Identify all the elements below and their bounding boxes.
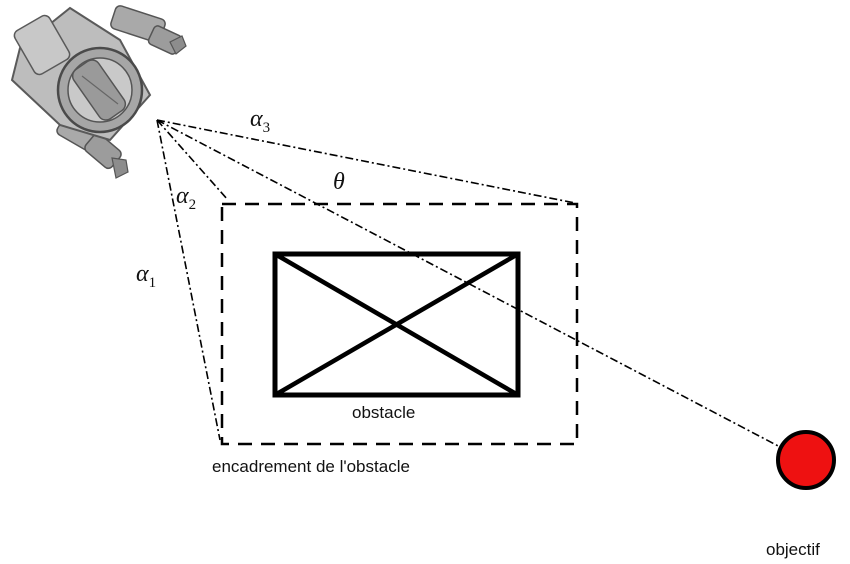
obstacle-label: obstacle (352, 403, 415, 422)
ray-alpha2 (156, 119, 229, 201)
obstacle-frame (220, 202, 579, 446)
ray-goal (156, 119, 783, 449)
robot-icon (10, 5, 187, 179)
alpha3-label: α3 (250, 106, 270, 136)
ray-alpha1 (156, 119, 221, 441)
frame-label: encadrement de l'obstacle (212, 457, 410, 476)
obstacle-box (272, 251, 521, 398)
theta-label: θ (333, 169, 345, 195)
alpha1-label: α1 (136, 261, 156, 291)
ray-alpha3 (156, 119, 576, 204)
alpha2-label: α2 (176, 183, 196, 213)
goal-label: objectif (766, 540, 820, 559)
goal-marker (776, 430, 836, 490)
